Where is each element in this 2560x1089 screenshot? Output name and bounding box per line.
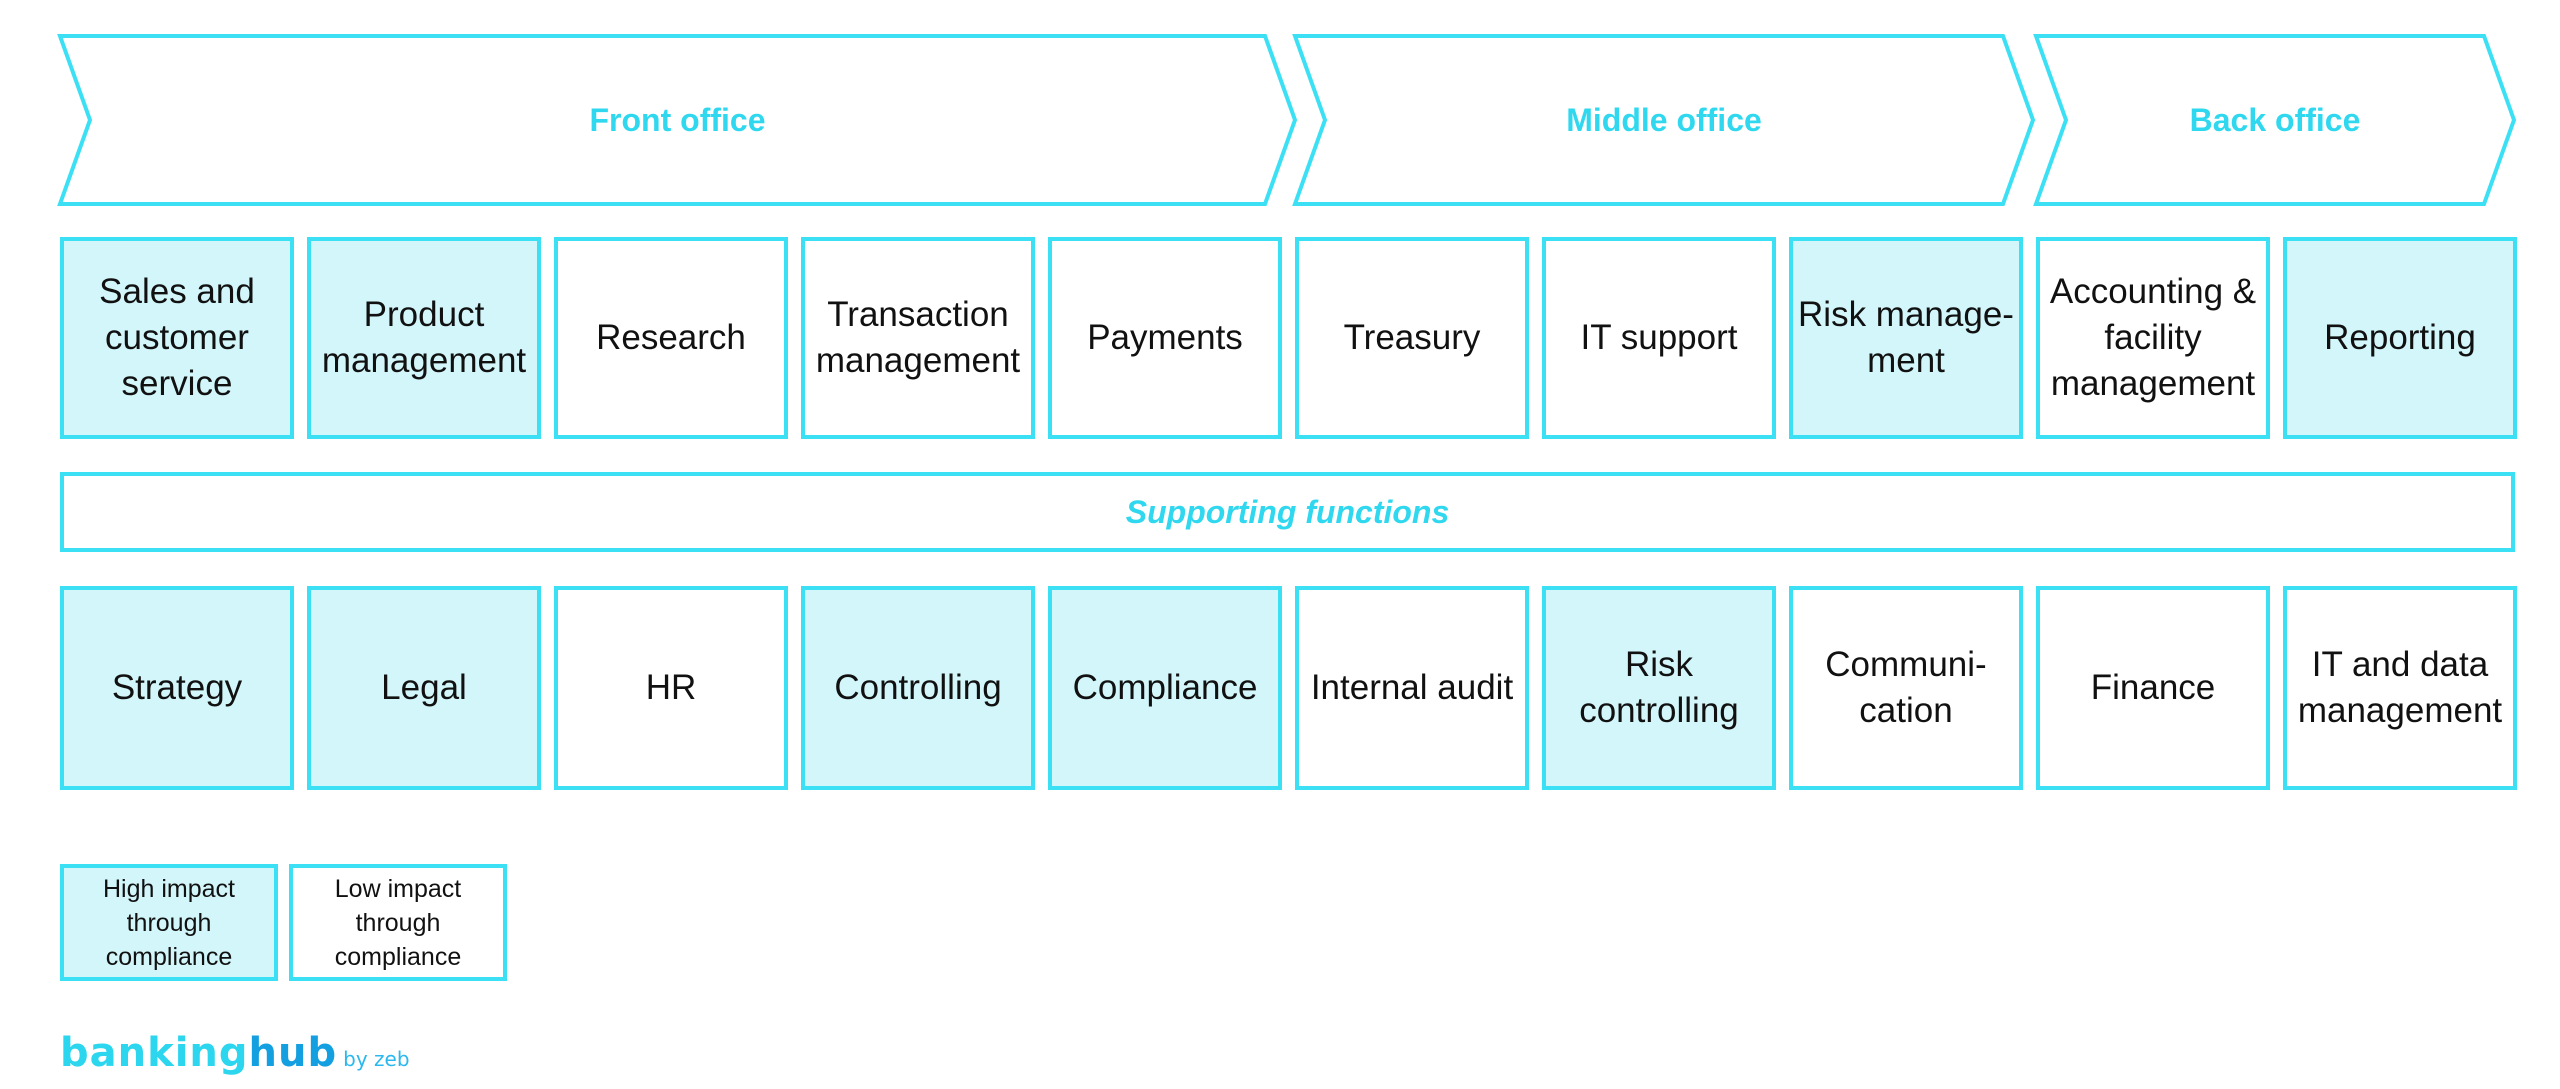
back-office-arrow [2033,34,2517,206]
core-function-box: Payments [1048,237,1282,439]
logo-by-zeb: by zeb [343,1047,410,1071]
supporting-functions-bar: Supporting functions [60,472,2515,552]
supporting-function-box: HR [554,586,788,790]
supporting-function-box: Compliance [1048,586,1282,790]
supporting-function-box: Finance [2036,586,2270,790]
core-function-box: Transaction management [801,237,1035,439]
logo-hub: hub [248,1030,338,1076]
front-office-label: Front office [589,101,766,138]
supporting-function-box: Strategy [60,586,294,790]
middle-office-label: Middle office [1566,101,1762,138]
core-function-box: Treasury [1295,237,1529,439]
core-function-box: Research [554,237,788,439]
core-function-box: Accounting & facility management [2036,237,2270,439]
supporting-function-box: Controlling [801,586,1035,790]
supporting-function-box: IT and data management [2283,586,2517,790]
middle-office-arrow [1292,34,2036,206]
core-function-box: Product management [307,237,541,439]
legend-high-impact: High impact through compliance [60,864,278,981]
supporting-function-box: Communi- cation [1789,586,2023,790]
core-function-box: Sales and customer service [60,237,294,439]
value-chain-arrows [57,34,2517,206]
supporting-function-box: Internal audit [1295,586,1529,790]
core-function-box: Risk manage- ment [1789,237,2023,439]
core-function-box: IT support [1542,237,1776,439]
logo-banking: banking [60,1030,249,1076]
back-office-label: Back office [2189,101,2361,138]
supporting-function-box: Risk controlling [1542,586,1776,790]
core-function-box: Reporting [2283,237,2517,439]
front-office-arrow [57,34,1298,206]
supporting-function-box: Legal [307,586,541,790]
legend-low-impact: Low impact through compliance [289,864,507,981]
